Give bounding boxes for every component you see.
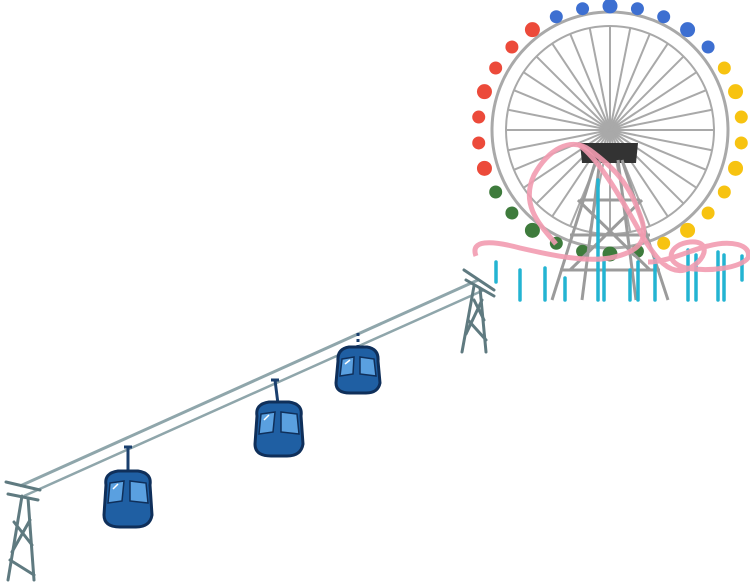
wheel-spoke (609, 129, 713, 152)
wheel-spoke (551, 42, 611, 131)
wheel-light-bulb (505, 40, 519, 54)
wheel-light-bulb (717, 185, 731, 199)
wheel-light-bulb (701, 40, 715, 54)
wheel-spoke (609, 33, 651, 131)
wheel-light-bulb (657, 10, 671, 24)
tower-left (4, 480, 42, 582)
wheel-lights (472, 0, 748, 262)
wheel-spoke (522, 71, 611, 131)
coaster-supports (494, 178, 744, 302)
wheel-spoke (507, 129, 611, 152)
wheel-light-bulb (734, 136, 748, 150)
cable-lower (23, 288, 485, 498)
wheel-light-bulb (728, 160, 744, 176)
wheel-light-bulb (476, 160, 492, 176)
cable-car-system (4, 268, 496, 582)
wheel-light-bulb (657, 236, 671, 250)
cable-upper (19, 278, 479, 488)
roller-coaster (472, 141, 750, 302)
wheel-spoke (609, 71, 698, 131)
wheel-light-bulb (524, 222, 540, 238)
wheel-spoke (609, 42, 669, 131)
wheel-light-bulb (476, 84, 492, 100)
wheel-light-bulb (734, 110, 748, 124)
wheel-spoke (513, 89, 611, 131)
wheel-spoke (507, 108, 611, 131)
wheel-spoke (609, 27, 632, 131)
wheel-spoke (522, 129, 611, 189)
gondola (253, 378, 305, 458)
coaster-track (472, 142, 647, 262)
wheel-spoke (513, 129, 611, 171)
wheel-light-bulb (680, 22, 696, 38)
wheel-light-bulb (549, 10, 563, 24)
wheel-spoke (609, 129, 698, 189)
wheel-spoke (569, 33, 611, 131)
wheel-light-bulb (728, 84, 744, 100)
wheel-light-bulb (701, 206, 715, 220)
wheel-light-bulb (680, 222, 696, 238)
coaster-track-loop (576, 141, 750, 273)
wheel-light-bulb (489, 61, 503, 75)
wheel-spoke (609, 55, 685, 131)
wheel-light-bulb (602, 0, 618, 14)
wheel-light-bulb (472, 136, 486, 150)
gondola (334, 333, 382, 395)
wheel-spoke (609, 129, 685, 205)
ferris-wheel (472, 0, 748, 301)
wheel-light-bulb (717, 61, 731, 75)
tower-right (460, 268, 496, 354)
wheel-spoke (609, 129, 707, 171)
wheel-light-bulb (489, 185, 503, 199)
wheel-light-bulb (524, 22, 540, 38)
wheel-spokes (506, 26, 714, 234)
wheel-spoke (609, 89, 707, 131)
gondola (102, 445, 154, 529)
wheel-spoke (535, 129, 611, 205)
wheel-spoke (609, 108, 713, 131)
wheel-light-bulb (576, 2, 590, 16)
wheel-spoke (535, 55, 611, 131)
wheel-spoke (588, 27, 611, 131)
wheel-light-bulb (472, 110, 486, 124)
wheel-light-bulb (630, 2, 644, 16)
wheel-light-bulb (505, 206, 519, 220)
